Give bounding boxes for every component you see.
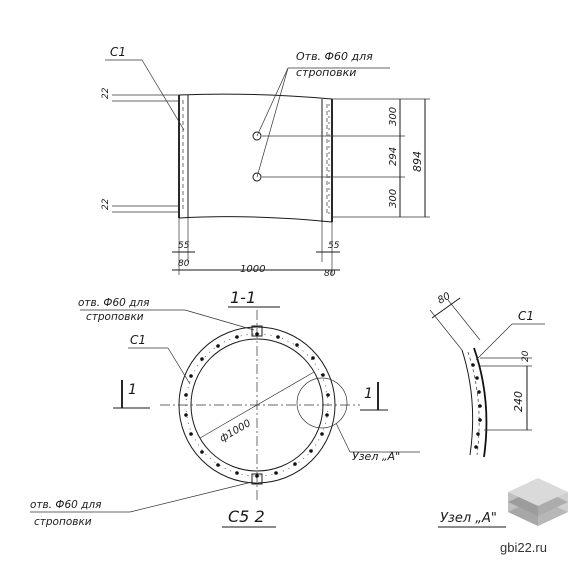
hole-label-mid: отв. Ф60 для [78,297,149,309]
dia-label: ф1000 [218,418,253,445]
node-a-ref: Узел „А" [352,450,400,463]
dim-55-left: 55 [178,241,190,251]
c1-label-top: С1 [110,45,126,59]
dim-300-top: 300 [388,107,399,126]
detail-dim-80: 80 [436,291,453,307]
rebar-right [326,104,330,216]
dim-22-bottom: 22 [101,198,111,210]
hole-label-bottom: отв. Ф60 для [30,499,101,511]
lifting-hole-bottom [251,473,263,485]
c1-label-mid: С1 [130,333,146,347]
cut-mark-left: 1 [128,382,137,398]
node-a-callout [296,377,348,429]
dim-294: 294 [388,147,399,166]
dim-80-left: 80 [178,259,190,269]
hole-label-bottom-2: строповки [34,516,92,528]
side-elevation: Отв. Ф60 для строповки С1 22 22 300 294 … [101,45,430,279]
dim-1000: 1000 [240,264,265,275]
dim-80-right: 80 [324,269,336,279]
site-logo [508,478,568,526]
dim-894: 894 [411,151,424,172]
dim-22-top: 22 [101,87,111,99]
hole-label-top: Отв. Ф60 для [296,50,373,63]
detail-c1: С1 [518,309,534,323]
detail-dim-20: 20 [521,350,531,362]
rebar-dots [184,332,330,478]
detail-dim-240: 240 [512,391,525,412]
section-1-1: 1-1 ф1000 Узел „А" [30,288,420,528]
hole-label-mid-2: строповки [86,311,144,323]
dim-300-bottom: 300 [388,189,399,208]
site-name: gbi22.ru [500,540,547,555]
inner-wall [190,338,324,472]
section-title: 1-1 [230,288,256,307]
dim-55-right: 55 [328,241,340,251]
detail-title: Узел „А" [440,511,497,526]
lifting-hole-top [251,325,263,337]
lifting-hole [252,172,262,182]
cut-mark-right: 1 [364,386,373,402]
lifting-hole [252,131,262,141]
outer-wall [178,326,336,484]
hole-label-top-2: строповки [296,66,356,79]
rebar-ring [185,333,329,477]
ring-title: С5 2 [228,507,265,526]
detail-node-a: 80 С1 20 240 Узел „А" [429,291,545,528]
